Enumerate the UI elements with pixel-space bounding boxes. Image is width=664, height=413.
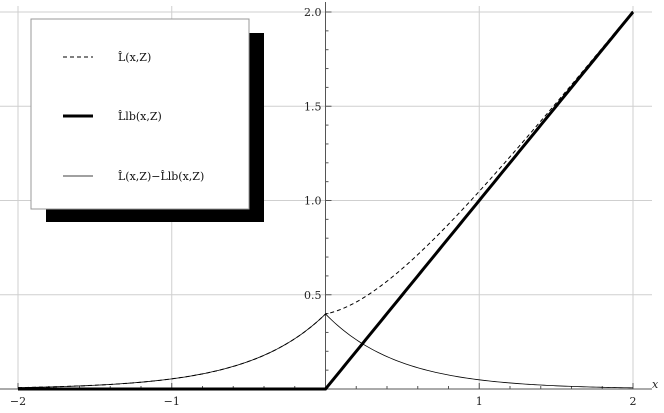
series-line-3 [17, 313, 634, 389]
y-tick-label: 0.5 [304, 289, 322, 302]
x-tick-label: 2 [630, 395, 637, 408]
x-tick-label: −1 [164, 395, 180, 408]
x-tick-label: −2 [10, 395, 26, 408]
legend-label-3: L̂(x,Z)−L̂lb(x,Z) [118, 170, 204, 183]
y-tick-label: 2.0 [304, 6, 322, 19]
x-axis-label: x [652, 378, 659, 391]
legend: L̂(x,Z) L̂lb(x,Z) L̂(x,Z)−L̂lb(x,Z) [30, 18, 264, 222]
legend-box [30, 18, 250, 210]
y-tick-label: 1.5 [304, 100, 322, 113]
legend-label-1: L̂(x,Z) [118, 51, 151, 64]
series-line-2 [18, 11, 635, 391]
legend-label-2: L̂lb(x,Z) [118, 110, 162, 123]
series-group [17, 10, 635, 391]
y-tick-label: 1.0 [304, 195, 322, 208]
x-tick-label: 1 [476, 395, 483, 408]
